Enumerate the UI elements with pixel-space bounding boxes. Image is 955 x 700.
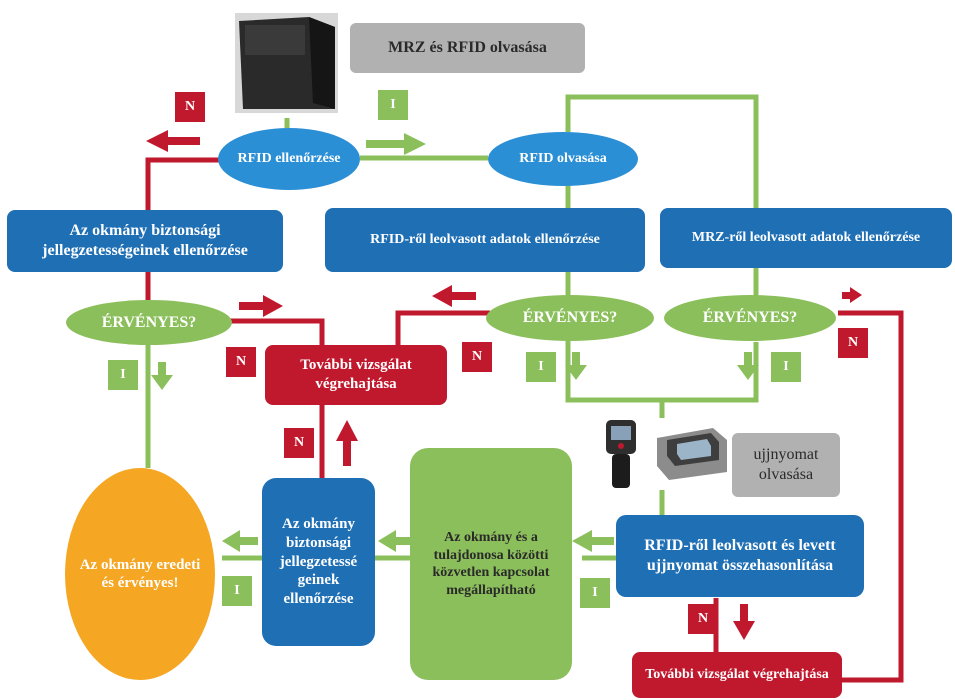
yes-tag: I [108, 360, 138, 390]
handheld-scanner-icon [606, 420, 636, 488]
yes-tag: I [771, 352, 801, 382]
yes-tag: I [378, 90, 408, 120]
no-tag: N [688, 604, 718, 634]
no-tag: N [838, 328, 868, 358]
rfid-check-node: RFID ellenőrzése [218, 128, 360, 190]
mrz-data-check-node: MRZ-ről leolvasott adatok ellenőrzése [660, 208, 952, 268]
link-established-node: Az okmány és a tulajdonosa közötti közve… [410, 448, 572, 680]
fingerprint-scanner-icon [657, 428, 727, 480]
yes-tag: I [222, 576, 252, 606]
no-tag: N [226, 347, 256, 377]
no-tag: N [284, 428, 314, 458]
valid-decision-3: ÉRVÉNYES? [664, 295, 836, 341]
rfid-data-check-node: RFID-ről leolvasott adatok ellenőrzése [325, 208, 645, 272]
rfid-read-node: RFID olvasása [488, 132, 638, 186]
mrz-rfid-reading-label: MRZ és RFID olvasása [350, 23, 585, 73]
further-exam-mid-node: További vizsgálat végrehajtása [265, 345, 447, 405]
fingerprint-compare-node: RFID-ről leolvasott és levett ujjnyomat … [616, 515, 864, 597]
valid-decision-2: ÉRVÉNYES? [486, 295, 654, 341]
result-node: Az okmány eredeti és érvényes! [65, 468, 215, 680]
no-tag: N [175, 92, 205, 122]
security-check-top-node: Az okmány biztonsági jellegzetességeinek… [7, 210, 283, 272]
yes-tag: I [580, 578, 610, 608]
valid-decision-1: ÉRVÉNYES? [66, 300, 232, 345]
yes-tag: I [526, 352, 556, 382]
no-tag: N [462, 342, 492, 372]
document-reader-icon [235, 13, 338, 113]
further-exam-bottom-node: További vizsgálat végrehajtása [632, 652, 842, 698]
security-check-bottom-node: Az okmány biztonsági jellegzetessé geine… [262, 478, 375, 646]
fingerprint-reading-label: ujjnyomat olvasása [732, 433, 840, 497]
